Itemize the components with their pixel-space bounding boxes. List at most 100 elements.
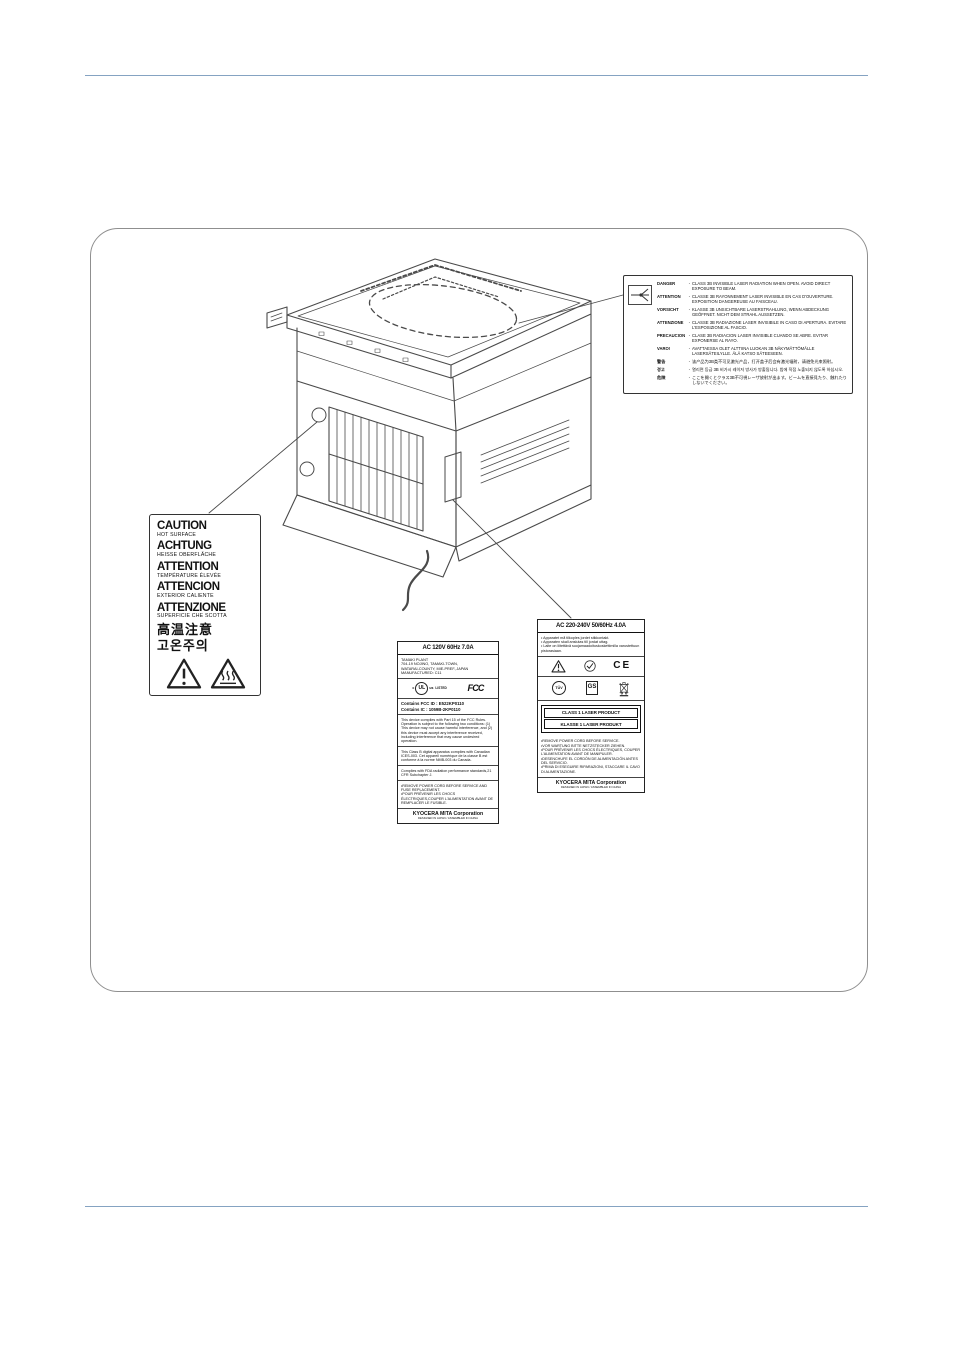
laser-text: CLASE 3B RADIACION LASER INVISIBLE CUAND… xyxy=(692,333,829,344)
laser-text: KLASSE 3B UNSICHTBARE LASERSTRAHLUNG, WE… xyxy=(692,307,830,318)
rating-label-120v: AC 120V 60Hz 7.0A TAMAKI PLANT 704-19 NO… xyxy=(397,641,499,825)
laser-warning-row: ATTENTION -CLASSE 3B RAYONNEMENT LASER IN… xyxy=(657,294,848,305)
hot-surface-triangle-icon xyxy=(210,658,245,689)
service-warnings: •REMOVE POWER CORD BEFORE SERVICE. •VOR … xyxy=(538,737,644,778)
laser-hazard-icon xyxy=(628,285,652,305)
service-warning-item: •REMOVE POWER CORD BEFORE SERVICE. xyxy=(541,739,620,744)
company-block: KYOCERA MITA Corporation DESIGNED IN JAP… xyxy=(538,778,644,792)
laser-text: AVATTAESSA OLET ALTTIINA LUOKAN 3B NÄKYM… xyxy=(692,346,815,357)
contains-ic-id: Contains IC : 1059B-2KP0110 xyxy=(401,706,461,712)
footer-rule xyxy=(85,1206,868,1207)
certification-marks-row: c UL us LISTED FCC xyxy=(398,679,498,699)
grounding-fi: • Laite on liitettävä suojamaadoituskosk… xyxy=(541,644,640,653)
ul-us: us xyxy=(429,686,434,691)
laser-term: DANGER xyxy=(657,281,676,286)
laser-class-label: CLASS 1 LASER PRODUCT KLASSE 1 LASER PRO… xyxy=(541,704,641,733)
laser-warning-row: 危険-ここを開くとクラス3B不可視レーザ放射が出ます。ビームを直接見たり、触れた… xyxy=(657,375,848,386)
contains-ids: Contains FCC ID : E522KP0110 Contains IC… xyxy=(398,699,498,716)
caution-sub: SUPERFICIE CHE SCOTTA xyxy=(157,613,227,620)
separator: - xyxy=(688,346,691,351)
laser-term: 危険 xyxy=(657,374,666,380)
separator: - xyxy=(688,374,691,380)
laser-warning-row: 경고-열리면 등급 3B 비가시 레이저 방사가 방출됩니다. 빔에 직접 노출… xyxy=(657,367,848,372)
ices-statement: This Class B digital apparatus complies … xyxy=(398,747,498,767)
laser-text: CLASSE 3B RADIAZIONE LASER INVISIBILE IN… xyxy=(692,320,847,331)
caution-word: 高温注意 xyxy=(157,622,214,638)
laser-text: CLASSE 3B RAYONNEMENT LASER INVISIBLE EN… xyxy=(692,294,834,305)
caution-word: CAUTION xyxy=(157,520,207,532)
laser-class-de: KLASSE 1 LASER PRODUKT xyxy=(544,719,638,730)
laser-class-en: CLASS 1 LASER PRODUCT xyxy=(544,707,638,719)
laser-text: CLASS 3B INVISIBLE LASER RADIATION WHEN … xyxy=(692,281,831,292)
laser-icon-column xyxy=(627,281,653,388)
ul-listed-text: LISTED xyxy=(435,685,447,690)
service-warning-item: •DESENCHUFE EL CORDÓN DE ALIMENTACIÓN AN… xyxy=(541,756,638,766)
ul-circle-icon: UL xyxy=(415,681,429,695)
fcc-statement: This device complies with Part 15 of the… xyxy=(398,715,498,748)
service-warning-item: •POUR PRÉVENIR LES CHOCS ÉLECTRIQUES, CO… xyxy=(541,747,641,757)
rating-header-230v: AC 220-240V 50/60Hz 4.0A xyxy=(538,620,644,634)
laser-term: 警告 xyxy=(657,359,666,364)
company-name: KYOCERA MITA Corporation xyxy=(412,811,484,818)
c-tick-mark-icon xyxy=(583,660,596,672)
ce-mark: CE xyxy=(613,660,632,672)
laser-warning-row: DANGER -CLASS 3B INVISIBLE LASER RADIATIO… xyxy=(657,281,848,292)
laser-warning-row: VORSICHT -KLASSE 3B UNSICHTBARE LASERSTRA… xyxy=(657,307,848,318)
caution-icons-row xyxy=(157,658,254,690)
laser-term: ATTENZIONE xyxy=(657,320,684,325)
caution-sub: HEISSE OBERFLÄCHE xyxy=(157,552,217,559)
company-origin: DESIGNED IN JAPAN / ASSEMBLED IN CHINA xyxy=(417,816,479,821)
laser-warning-rows: DANGER-CLASS 3B INVISIBLE LASER RADIATIO… xyxy=(657,281,848,388)
caution-sub: HOT SURFACE xyxy=(157,531,196,538)
separator: - xyxy=(688,294,691,299)
fcc-mark: FCC xyxy=(467,683,485,694)
company-name: KYOCERA MITA Corporation xyxy=(555,780,627,787)
separator: - xyxy=(688,281,691,286)
grounding-sv: • Apparaten skall anslutas till jordat u… xyxy=(541,639,609,644)
laser-term: 경고 xyxy=(657,366,665,372)
caution-sub: TEMPÉRATURE ÉLEVÉE xyxy=(157,572,222,579)
gs-mark: GS xyxy=(586,681,598,696)
laser-term: VORSICHT xyxy=(657,307,679,312)
rating-label-230v: AC 220-240V 50/60Hz 4.0A • Apparatet må … xyxy=(537,619,645,794)
plant-info: TAMAKI PLANT 704-19 NOJINO, TAMAKI-TOWN,… xyxy=(398,655,498,679)
weee-bin-icon xyxy=(619,681,629,696)
laser-warning-row: VARO! -AVATTAESSA OLET ALTTIINA LUOKAN 3B… xyxy=(657,346,848,357)
caution-word: ACHTUNG xyxy=(157,540,212,553)
laser-text: 该产品为3B类不可见激光产品，打开盖子后会有激光辐射，请避免光束照射。 xyxy=(692,359,836,364)
company-block: KYOCERA MITA Corporation DESIGNED IN JAP… xyxy=(398,809,498,823)
separator: - xyxy=(688,307,691,312)
laser-term: VARO! xyxy=(657,346,671,351)
caution-word: ATTENTION xyxy=(157,560,219,573)
certification-marks-row-2: TÜV GS xyxy=(538,677,644,701)
warning-triangle-icon xyxy=(551,659,566,672)
plant-address: WATARAI-COUNTY, MIE-PREF.,JAPAN xyxy=(401,666,469,671)
printer-rear-illustration xyxy=(208,258,624,619)
fda-statement: Complies with FDA radiation performance … xyxy=(398,766,498,782)
manufactured-code: MANUFACTURED: C11 xyxy=(401,670,442,675)
laser-warning-row: PRECAUCION-CLASE 3B RADIACION LASER INVI… xyxy=(657,333,848,344)
laser-warning-row: 警告 -该产品为3B类不可见激光产品，打开盖子后会有激光辐射，请避免光束照射。 xyxy=(657,359,848,364)
ul-listed-mark: c UL us LISTED xyxy=(412,681,447,695)
grounding-notes: • Apparatet må tilkoples jordet stikkont… xyxy=(538,633,644,657)
caution-word: ATTENZIONE xyxy=(157,601,226,614)
caution-sub: EXTERIOR CALIENTE xyxy=(157,593,214,600)
caution-row: 高温注意 xyxy=(157,622,254,638)
grounding-no: • Apparatet må tilkoples jordet stikkont… xyxy=(541,635,610,640)
separator: - xyxy=(688,359,691,364)
caution-row: 고온주의 xyxy=(157,638,254,654)
laser-term: PRECAUCION xyxy=(657,333,686,338)
plant-address: 704-19 NOJINO, TAMAKI-TOWN, xyxy=(401,662,458,667)
figure-border: DANGER-CLASS 3B INVISIBLE LASER RADIATIO… xyxy=(90,228,868,992)
certification-marks-row-1: CE xyxy=(538,657,644,677)
exclamation-triangle-icon xyxy=(166,658,201,689)
tuv-mark: TÜV xyxy=(552,681,566,696)
ul-c: c xyxy=(412,686,415,691)
laser-term: ATTENTION xyxy=(657,294,681,299)
caution-word: 고온주의 xyxy=(157,638,209,654)
